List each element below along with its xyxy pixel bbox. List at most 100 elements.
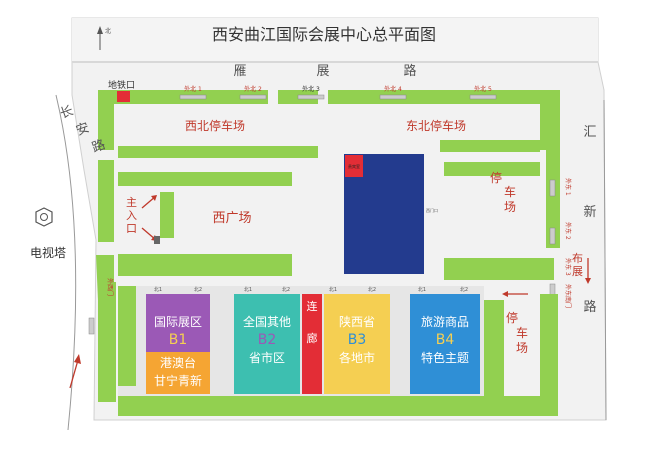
hall-b4-name: 旅游商品 bbox=[421, 314, 469, 329]
gate-north-5: 外北 5 bbox=[474, 85, 492, 93]
conference-vip-label: 贵宾室 bbox=[348, 163, 360, 169]
hall-gate-1: 北1 bbox=[154, 286, 162, 293]
road-huixin-1: 汇 bbox=[583, 125, 596, 140]
east-parking-top-2: 车 bbox=[504, 184, 516, 199]
green-hall-top bbox=[118, 286, 136, 386]
hall-b3-name: 陕西省 bbox=[339, 314, 375, 329]
road-east-line bbox=[603, 99, 607, 421]
road-changan-1: 长 bbox=[58, 103, 75, 122]
road-huixin-3: 路 bbox=[583, 299, 596, 315]
east-parking-top-3: 场 bbox=[504, 200, 516, 214]
road-yanzhan-3: 路 bbox=[403, 63, 416, 79]
tv-tower-label: 电视塔 bbox=[30, 245, 66, 260]
hall-b1-name: 国际展区 bbox=[154, 315, 202, 329]
gate-west-label: 外西门 bbox=[106, 278, 114, 296]
compass: 北 bbox=[97, 26, 111, 50]
east-parking-bottom-1: 停 bbox=[506, 310, 518, 325]
hall-gate-6: 北2 bbox=[368, 286, 376, 293]
hall-gate-8: 北2 bbox=[460, 286, 468, 293]
east-gates bbox=[549, 179, 556, 301]
conference-vip-room bbox=[345, 155, 363, 177]
hall-b3-code: B3 bbox=[348, 332, 367, 348]
hall-b1-lower bbox=[146, 352, 210, 394]
road-changan-3: 路 bbox=[90, 136, 108, 155]
west-gate-marker bbox=[154, 236, 160, 244]
corridor-label-2: 廊 bbox=[307, 331, 318, 345]
west-square-label: 西广场 bbox=[212, 211, 251, 226]
hall-b2 bbox=[234, 294, 300, 394]
corridor bbox=[302, 294, 322, 394]
road-yanzhan-2: 展 bbox=[316, 64, 329, 79]
green-east-top bbox=[540, 90, 560, 150]
green-west-edge-top bbox=[98, 160, 114, 242]
gate-east-1: 外东 1 bbox=[564, 178, 572, 196]
compass-arrow-icon bbox=[97, 26, 103, 34]
gate-north-2: 外北 2 bbox=[244, 85, 262, 93]
entrance-arrowhead-up-icon bbox=[151, 195, 157, 201]
hall-b4 bbox=[410, 294, 480, 394]
hall-b4-code: B4 bbox=[436, 332, 455, 348]
green-west-square-bottom bbox=[118, 254, 292, 276]
green-hall-right bbox=[484, 300, 504, 396]
green-east-lower bbox=[444, 258, 554, 280]
green-hall-right-2 bbox=[540, 294, 558, 396]
gate-north-1: 外北 1 bbox=[184, 85, 202, 93]
exhibit-entry-2: 展 bbox=[572, 265, 583, 278]
east-parking-bottom-3: 场 bbox=[516, 341, 528, 355]
hall-corner-label: 西门口 bbox=[426, 207, 438, 213]
tv-tower-icon bbox=[35, 207, 53, 227]
hall-b3-sub-1: 各地市 bbox=[339, 350, 375, 365]
hall-b1-code: B1 bbox=[169, 332, 188, 348]
hall-b1-sub-1: 港澳台 bbox=[160, 355, 196, 370]
hall-gate-7: 北1 bbox=[418, 286, 426, 293]
north-gates bbox=[179, 94, 497, 100]
metro-exit-marker bbox=[117, 91, 130, 102]
road-huixin-2: 新 bbox=[583, 204, 596, 220]
exhibit-entry-1: 布 bbox=[572, 252, 583, 265]
hall-b1-sub-2: 甘宁青新 bbox=[154, 373, 202, 388]
west-entry-arrow-icon bbox=[69, 359, 79, 389]
east-parking-arrowhead-icon bbox=[502, 291, 508, 297]
green-mid-east bbox=[440, 140, 540, 152]
gate-east-4: 外东南门 bbox=[564, 284, 572, 308]
metro-exit-label: 地铁口 bbox=[108, 79, 135, 91]
road-changan-2: 安 bbox=[74, 120, 91, 139]
gate-north-4: 外北 4 bbox=[384, 85, 402, 93]
green-east-right bbox=[546, 148, 560, 248]
west-entry-arrowhead-icon bbox=[74, 354, 81, 364]
hall-b3 bbox=[324, 294, 390, 394]
hall-b4-sub-1: 特色主题 bbox=[421, 350, 469, 365]
hall-gate-3: 北1 bbox=[244, 286, 252, 293]
green-west-square-top bbox=[118, 172, 292, 186]
hall-b2-sub-1: 省市区 bbox=[249, 350, 285, 365]
main-entrance-3: 口 bbox=[126, 222, 137, 235]
corridor-label-1: 连 bbox=[307, 300, 318, 313]
hall-gate-5: 北1 bbox=[329, 286, 337, 293]
gate-east-3: 外东 3 bbox=[564, 258, 572, 276]
page-title: 西安曲江国际会展中心总平面图 bbox=[212, 25, 436, 44]
northeast-parking-label: 东北停车场 bbox=[406, 118, 466, 133]
green-hall-bottom bbox=[118, 396, 558, 416]
green-mid-west bbox=[118, 146, 318, 158]
road-yanzhan-1: 雁 bbox=[233, 64, 246, 79]
gate-north-3: 外北 3 bbox=[302, 85, 320, 93]
gate-east-2: 外东 2 bbox=[564, 222, 572, 240]
hall-b2-code: B2 bbox=[258, 332, 277, 348]
compass-label: 北 bbox=[105, 27, 111, 35]
gate-west-marker bbox=[88, 317, 95, 335]
green-n-3 bbox=[328, 90, 560, 104]
east-parking-top-1: 停 bbox=[490, 170, 502, 185]
east-parking-bottom-2: 车 bbox=[516, 325, 528, 340]
main-entrance-2: 入 bbox=[126, 209, 137, 222]
green-west-lower bbox=[98, 282, 116, 402]
green-west-top bbox=[98, 90, 114, 150]
main-entrance-1: 主 bbox=[126, 196, 137, 209]
hall-b2-name: 全国其他 bbox=[243, 314, 291, 329]
hall-b1-upper bbox=[146, 294, 210, 352]
hall-gate-4: 北2 bbox=[282, 286, 290, 293]
hall-gate-2: 北2 bbox=[194, 286, 202, 293]
exhibit-entry-arrowhead-icon bbox=[585, 278, 591, 284]
green-east-mid bbox=[444, 162, 540, 176]
